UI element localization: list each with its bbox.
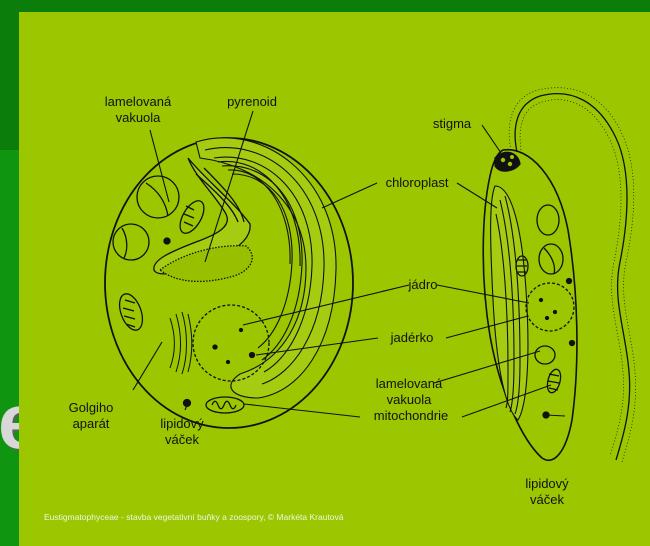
label-left-lamellar-vacuole-2: vakuola bbox=[116, 110, 162, 125]
label-nucleus: jádro bbox=[408, 277, 438, 292]
image-credit: Eustigmatophyceae - stavba vegetativní b… bbox=[44, 512, 344, 522]
label-chloroplast: chloroplast bbox=[386, 175, 449, 190]
golgi-apparatus bbox=[170, 312, 192, 374]
label-right-lamellar-vacuole-2: vakuola bbox=[387, 392, 433, 407]
label-golgi-1: Golgiho bbox=[69, 400, 114, 415]
right-lipid-vesicle-3 bbox=[570, 341, 575, 346]
right-chloroplast bbox=[491, 186, 528, 420]
label-mitochondria: mitochondrie bbox=[374, 408, 448, 423]
label-right-lipid-vesicle-1: lipidový bbox=[525, 476, 569, 491]
left-lamellar-vacuoles bbox=[113, 176, 179, 260]
label-right-lamellar-vacuole-1: lamelovaná bbox=[376, 376, 443, 391]
flagellum bbox=[515, 94, 630, 460]
stigma bbox=[495, 152, 520, 171]
label-golgi-2: aparát bbox=[73, 416, 110, 431]
right-nucleus bbox=[526, 283, 574, 331]
right-lipid-vesicle-2 bbox=[567, 279, 572, 284]
label-pyrenoid: pyrenoid bbox=[227, 94, 277, 109]
label-left-lamellar-vacuole-1: lamelovaná bbox=[105, 94, 172, 109]
label-left-lipid-vesicle-2: váček bbox=[165, 432, 199, 447]
label-nucleolus: jadérko bbox=[390, 330, 434, 345]
left-lipid-vesicle-2 bbox=[164, 238, 170, 244]
flagellum-hairs bbox=[520, 100, 624, 456]
label-right-lipid-vesicle-2: váček bbox=[530, 492, 564, 507]
label-left-lipid-vesicle-1: lipidový bbox=[160, 416, 204, 431]
label-stigma: stigma bbox=[433, 116, 472, 131]
